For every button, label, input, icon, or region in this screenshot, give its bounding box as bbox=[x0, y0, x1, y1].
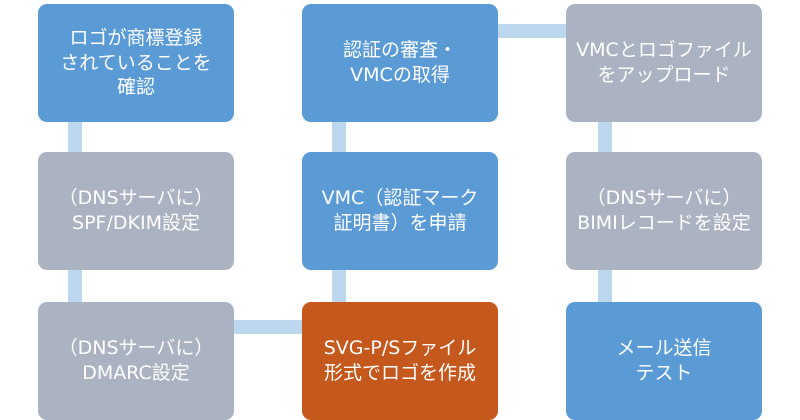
step-upload: VMCとロゴファイル をアップロード bbox=[566, 4, 762, 122]
connector-trademark-to-spf bbox=[68, 122, 82, 152]
connector-spf-to-dmarc bbox=[68, 270, 82, 302]
step-vmc-review: 認証の審査・ VMCの取得 bbox=[302, 4, 498, 122]
connector-upload-to-bimi bbox=[598, 122, 612, 152]
step-dmarc: （DNSサーバに） DMARC設定 bbox=[38, 302, 234, 420]
step-vmc-apply: VMC（認証マーク 証明書）を申請 bbox=[302, 152, 498, 270]
step-trademark: ロゴが商標登録 されていることを 確認 bbox=[38, 4, 234, 122]
step-spf-dkim: （DNSサーバに） SPF/DKIM設定 bbox=[38, 152, 234, 270]
connector-review-to-upload bbox=[498, 24, 566, 38]
connector-svg-to-vmc-apply bbox=[332, 270, 346, 302]
step-svg-ps: SVG-P/Sファイル 形式でロゴを作成 bbox=[302, 302, 498, 420]
connector-vmc-apply-to-review bbox=[332, 122, 346, 152]
step-mail-test: メール送信 テスト bbox=[566, 302, 762, 420]
connector-dmarc-to-svg bbox=[234, 320, 302, 334]
connector-bimi-to-mail bbox=[598, 270, 612, 302]
step-bimi: （DNSサーバに） BIMIレコードを設定 bbox=[566, 152, 762, 270]
